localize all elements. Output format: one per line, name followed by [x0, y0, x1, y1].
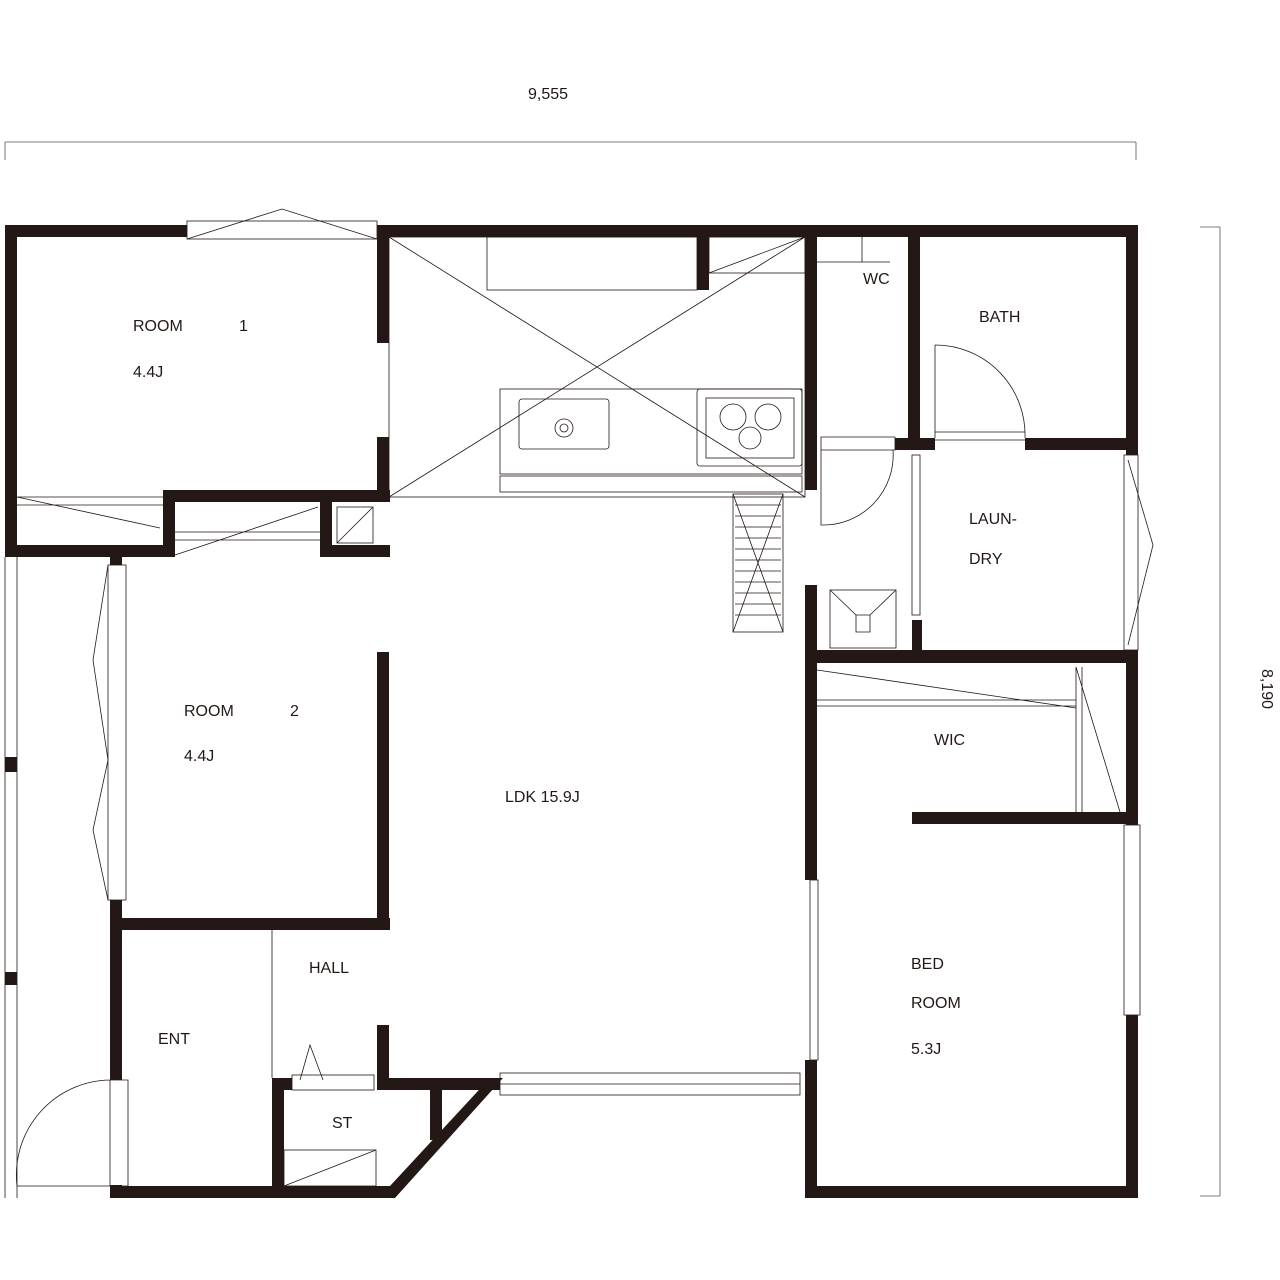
- room1-label: ROOM: [133, 318, 183, 335]
- fixtures: [4, 208, 1154, 1198]
- bedroom-label-line2: ROOM: [911, 995, 961, 1012]
- wic-label: WIC: [934, 732, 966, 749]
- cooktop: [696, 388, 803, 467]
- height-dimension-line: [1200, 226, 1221, 1197]
- laundry-label-line1: LAUN-: [969, 511, 1018, 528]
- bedroom-label-line1: BED: [911, 956, 944, 973]
- room2-number: 2: [290, 703, 299, 720]
- window-room1: [186, 220, 378, 240]
- bedroom-area: 5.3J: [911, 1041, 942, 1058]
- window-room2: [107, 564, 127, 901]
- wc-label: WC: [863, 271, 890, 288]
- bath-label: BATH: [979, 309, 1021, 326]
- sink: [518, 398, 610, 450]
- laundry-label-line2: DRY: [969, 551, 1003, 568]
- stairs: [732, 493, 784, 633]
- room2-label: ROOM: [184, 703, 234, 720]
- room2-area: 4.4J: [184, 748, 215, 765]
- room1-number: 1: [239, 318, 248, 335]
- hall-label: HALL: [309, 960, 350, 977]
- room1-area: 4.4J: [133, 364, 164, 381]
- ldk-label: LDK 15.9J: [505, 789, 580, 806]
- ent-label: ENT: [158, 1031, 190, 1048]
- walls: [5, 225, 1138, 1198]
- width-dimension: 9,555: [528, 86, 569, 103]
- height-dimension: 8,190: [1258, 668, 1276, 710]
- width-dimension-line: [4, 141, 1137, 160]
- wash-basin: [829, 589, 897, 649]
- st-label: ST: [332, 1115, 353, 1132]
